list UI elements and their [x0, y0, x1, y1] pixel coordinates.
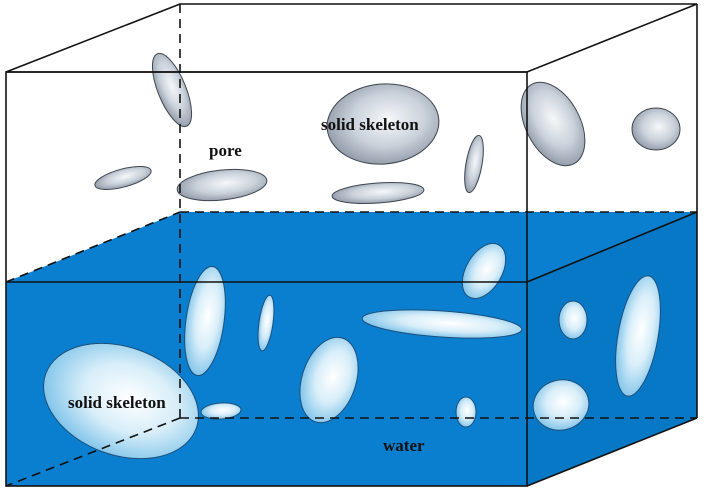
box-edges — [5, 3, 698, 487]
solid-grain — [455, 396, 477, 428]
solid-grain — [200, 402, 242, 420]
solid-grain — [631, 107, 681, 151]
solid-grain — [615, 275, 661, 397]
solid-grain — [464, 134, 484, 194]
wet-grains — [43, 243, 661, 460]
solid-grain — [558, 300, 588, 340]
solid-grain — [361, 309, 523, 339]
solid-grain — [257, 294, 275, 352]
box-top-face — [5, 3, 698, 73]
label-solid-skeleton-top: solid skeleton — [321, 115, 419, 134]
solid-grain — [151, 52, 193, 128]
label-pore: pore — [209, 141, 242, 160]
solid-grain — [43, 342, 199, 460]
solid-grain — [520, 81, 586, 167]
water-top-face — [6, 212, 697, 282]
label-water: water — [383, 436, 425, 455]
solid-grain — [326, 83, 440, 165]
box-right-bottom-edge — [526, 417, 698, 487]
box-front-face — [5, 71, 528, 487]
hidden-edges — [5, 4, 697, 487]
waterline-left — [5, 211, 181, 283]
dry-grains — [94, 52, 681, 204]
label-solid-skeleton-bottom: solid skeleton — [68, 393, 166, 412]
solid-grain — [299, 336, 359, 424]
waterline-right — [526, 211, 698, 283]
solid-grain — [331, 182, 425, 204]
hidden-edge-bottom-left — [5, 417, 181, 487]
solid-grain — [176, 168, 268, 202]
solid-grain — [461, 243, 507, 299]
solid-grain — [184, 265, 226, 377]
solid-grain — [94, 166, 152, 190]
